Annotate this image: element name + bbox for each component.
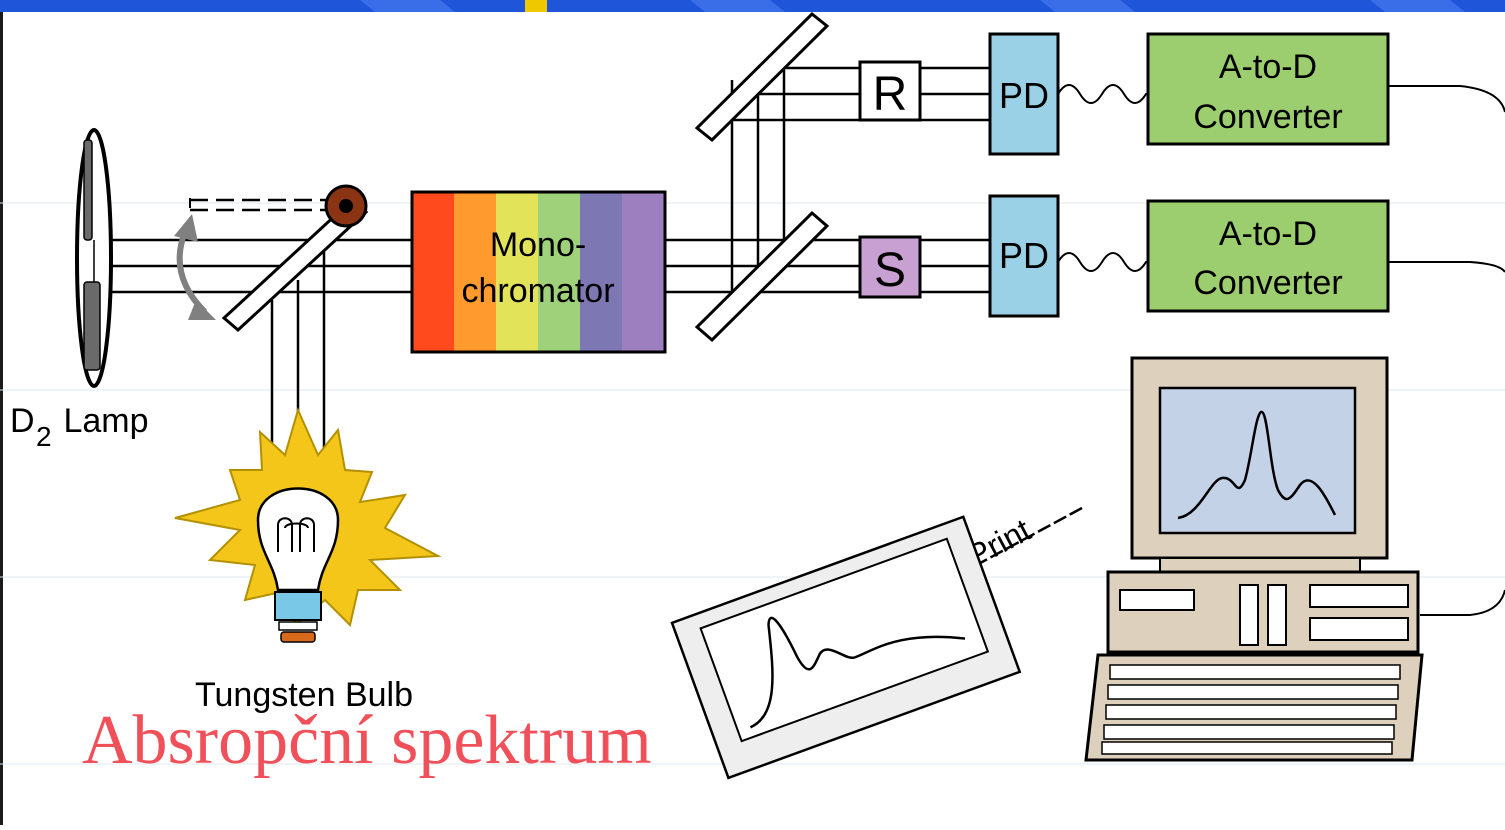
sample-cell: [858, 235, 922, 299]
computer: [1084, 356, 1424, 762]
signal-wire-top: [1057, 84, 1150, 104]
beam-splitter-bottom: [694, 210, 830, 343]
monochromator: [410, 190, 667, 354]
svg-text:2: 2: [36, 421, 52, 452]
converter-bottom-label-line1: A-to-D: [1219, 215, 1317, 253]
photodiode-bottom: [988, 194, 1060, 318]
photodiode-bottom-label: PD: [999, 235, 1049, 276]
printed-spectrum: [670, 515, 1022, 780]
tungsten-bulb-label: Tungsten Bulb: [195, 676, 413, 714]
reference-cell: [858, 60, 922, 122]
slide-header-strip: [0, 0, 1505, 12]
converter-bottom: [1146, 199, 1390, 313]
converter-top-label-line1: A-to-D: [1219, 48, 1317, 86]
svg-text:Lamp: Lamp: [54, 402, 149, 440]
d2-lamp: [75, 128, 113, 388]
photodiode-top-label: PD: [999, 75, 1049, 116]
monochromator-label-line1: Mono-: [490, 226, 586, 264]
sample-cell-label: S: [874, 244, 906, 297]
left-border: [0, 12, 3, 825]
computer-cables: [1388, 85, 1505, 616]
signal-wire-bottom: [1057, 252, 1150, 272]
d2-lamp-label: D 2 Lamp: [10, 402, 149, 452]
converter-top: [1146, 32, 1390, 146]
reference-cell-label: R: [873, 68, 908, 121]
monochromator-label-line2: chromator: [461, 272, 614, 310]
tungsten-bulb: [174, 407, 442, 643]
rotation-arrow-icon: [174, 214, 216, 320]
svg-text:D: D: [10, 402, 35, 440]
converter-top-label-line2: Converter: [1193, 98, 1342, 136]
beam-splitter-top: [694, 11, 830, 143]
rotating-mirror: [189, 184, 369, 333]
caption-title: Absropční spektrum: [82, 702, 652, 779]
converter-bottom-label-line2: Converter: [1193, 264, 1342, 302]
